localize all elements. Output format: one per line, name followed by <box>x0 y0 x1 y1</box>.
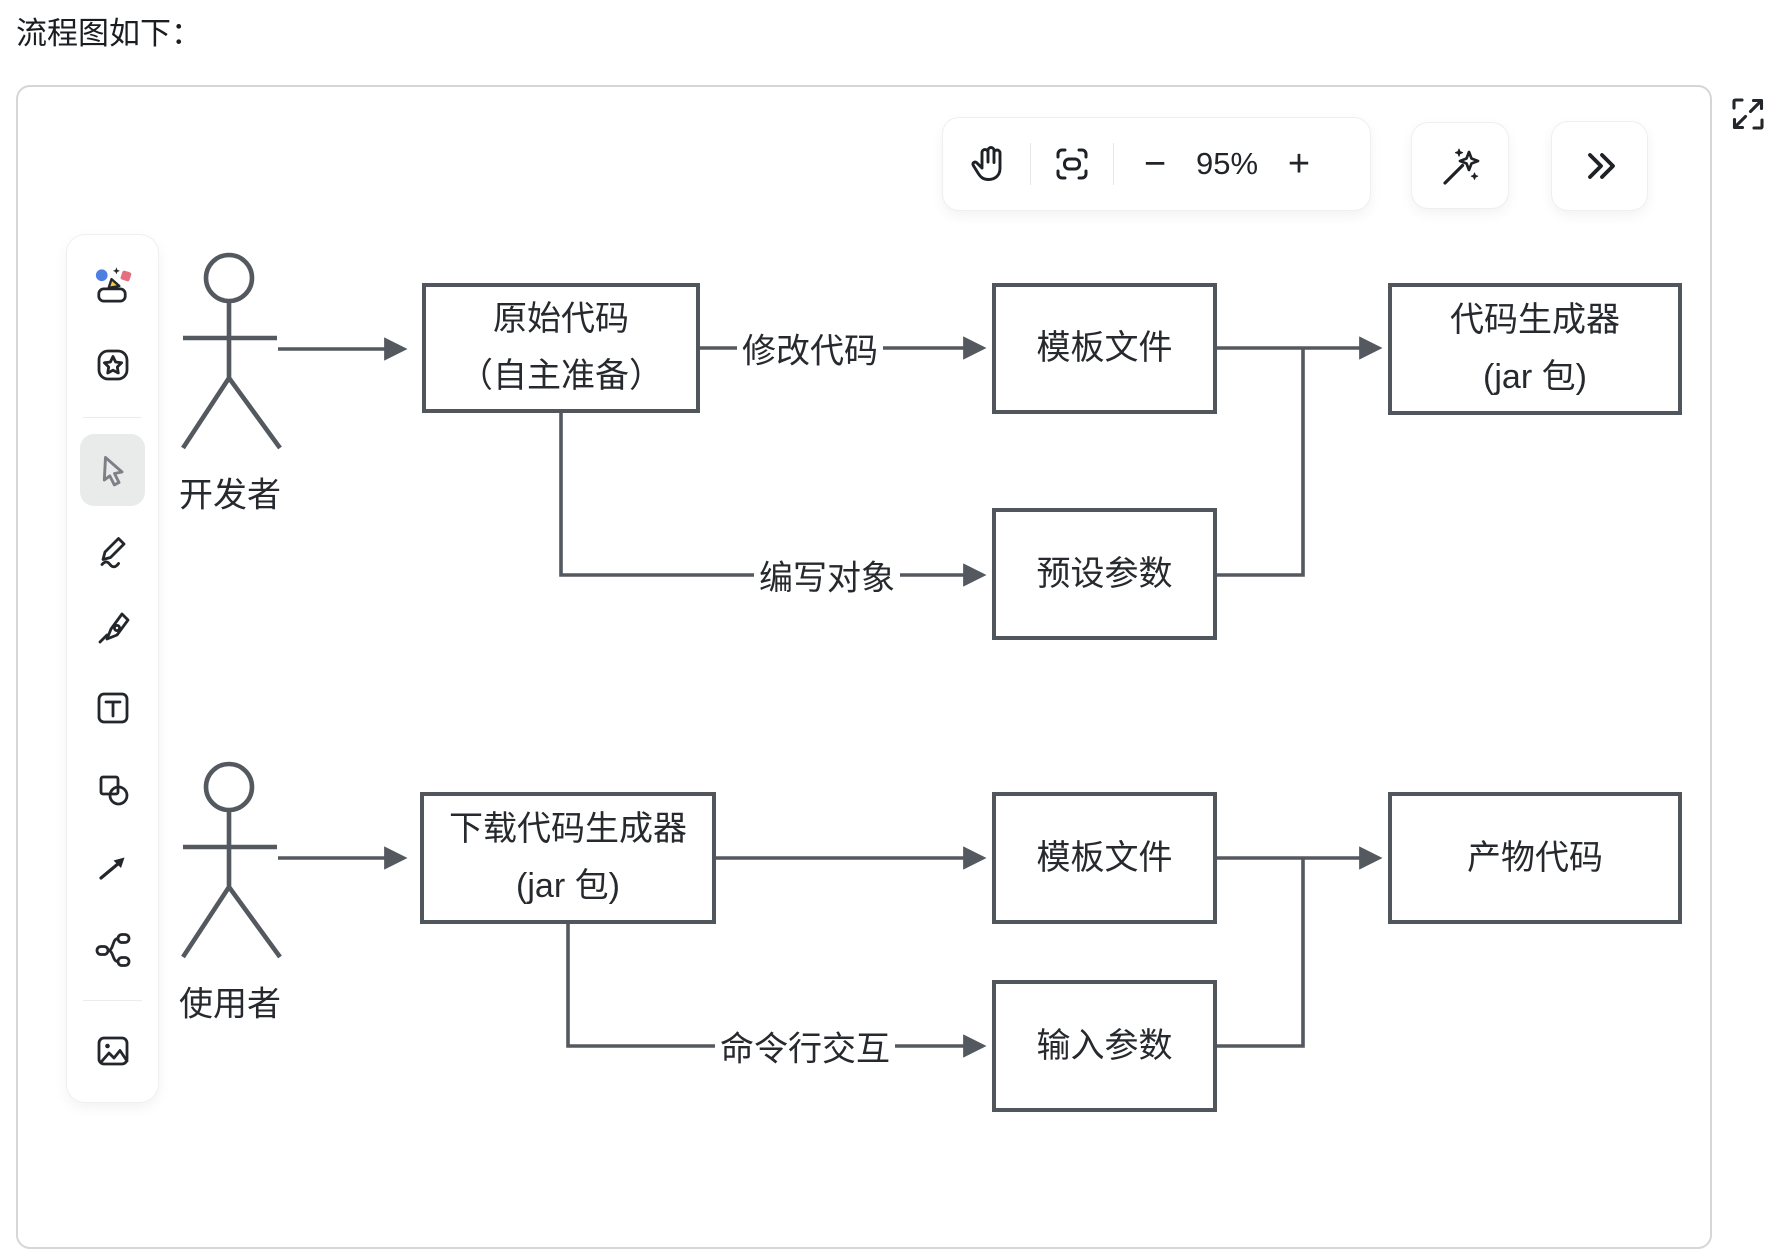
node-text: (jar 包) <box>516 867 620 905</box>
node-text: 下载代码生成器 <box>449 810 687 849</box>
frame-select-icon <box>1056 148 1088 180</box>
toolbar-divider <box>1113 143 1114 185</box>
node-text: 原始代码 <box>493 300 629 339</box>
node-text: 模板文件 <box>1036 838 1173 877</box>
zoom-in-button[interactable]: + <box>1271 136 1327 192</box>
expand-icon <box>1732 98 1764 130</box>
edge-label-modify-code[interactable]: 修改代码 <box>737 323 883 373</box>
zoom-toolbar: − 95% + <box>943 118 1370 210</box>
diagram-canvas[interactable] <box>16 85 1712 1249</box>
image-tool-button[interactable] <box>84 1022 141 1078</box>
node-text: （自主准备） <box>459 357 663 395</box>
text-icon <box>97 692 128 724</box>
arrow-tool-button[interactable] <box>84 839 141 895</box>
shape-library-button[interactable] <box>84 257 141 313</box>
node-text: 模板文件 <box>1036 329 1173 368</box>
collapse-toolbar-button[interactable] <box>1552 122 1647 210</box>
actor-label-user: 使用者 <box>179 985 281 1024</box>
pencil-icon <box>100 537 125 569</box>
node-text: 产物代码 <box>1467 838 1603 877</box>
node-text: (jar 包) <box>1483 358 1587 396</box>
hand-tool-button[interactable] <box>961 136 1017 192</box>
image-icon <box>97 1036 128 1066</box>
node-text: 代码生成器 <box>1450 301 1620 340</box>
zoom-percent[interactable]: 95% <box>1195 146 1259 181</box>
shapes-tool-button[interactable] <box>84 762 141 818</box>
active-tool-highlight <box>80 434 145 506</box>
frame-star-button[interactable] <box>84 337 141 393</box>
magic-wand-button[interactable] <box>1412 123 1508 208</box>
node-text: 输入参数 <box>1036 1026 1173 1065</box>
connector-tool-button[interactable] <box>84 922 141 978</box>
zoom-out-button[interactable]: − <box>1127 136 1183 192</box>
hand-icon <box>971 146 1002 181</box>
star-frame-icon <box>97 349 128 381</box>
pencil-tool-button[interactable] <box>84 522 141 578</box>
connector-icon <box>95 933 130 967</box>
tool-panel <box>67 235 158 1102</box>
arrow-icon <box>98 857 124 880</box>
double-chevron-right-icon <box>1587 153 1615 179</box>
shapes-icon <box>99 775 128 806</box>
node-source-code[interactable]: 原始代码 （自主准备） <box>422 283 700 413</box>
node-template-file-2[interactable]: 模板文件 <box>992 792 1217 924</box>
magic-wand-icon <box>1443 148 1480 185</box>
frame-select-button[interactable] <box>1044 136 1100 192</box>
node-preset-params[interactable]: 预设参数 <box>992 508 1217 640</box>
tool-divider <box>83 417 142 418</box>
page-title: 流程图如下： <box>16 16 202 51</box>
node-template-file-1[interactable]: 模板文件 <box>992 283 1217 414</box>
pen-tool-button[interactable] <box>84 601 141 657</box>
edge-label-write-object[interactable]: 编写对象 <box>754 550 900 600</box>
node-code-generator[interactable]: 代码生成器 (jar 包) <box>1388 283 1682 415</box>
pen-nib-icon <box>98 612 129 644</box>
node-input-params[interactable]: 输入参数 <box>992 980 1217 1112</box>
text-tool-button[interactable] <box>84 680 141 736</box>
toolbar-divider <box>1030 143 1031 185</box>
actor-label-developer: 开发者 <box>179 476 281 515</box>
expand-button[interactable] <box>1724 90 1772 138</box>
node-output-code[interactable]: 产物代码 <box>1388 792 1682 924</box>
tool-divider <box>83 1000 142 1001</box>
edge-label-cli-interaction[interactable]: 命令行交互 <box>715 1021 895 1071</box>
cursor-icon <box>102 456 123 487</box>
shape-library-icon <box>95 267 132 303</box>
node-download-generator[interactable]: 下载代码生成器 (jar 包) <box>420 792 716 924</box>
node-text: 预设参数 <box>1036 554 1173 593</box>
select-tool-button[interactable] <box>84 442 141 498</box>
